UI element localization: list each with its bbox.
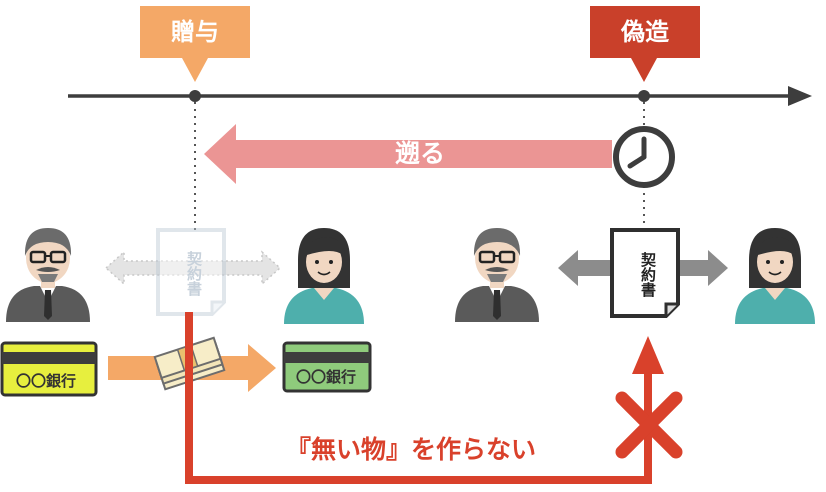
right-contract-paper — [610, 228, 680, 318]
receiver-avatar — [283, 227, 365, 325]
forgery-label: 偽造 — [621, 18, 669, 46]
timeline-arrowhead — [788, 86, 812, 106]
gift-point — [189, 90, 201, 102]
left-transfer-arrow — [104, 250, 282, 286]
forger-giver-avatar — [453, 226, 541, 324]
gift-callout — [140, 6, 250, 58]
forgery-point — [638, 90, 650, 102]
right-bank-card — [282, 341, 372, 393]
backdate-arrow — [204, 124, 612, 184]
left-bank-text: 〇〇銀行 — [16, 372, 77, 390]
clock-icon — [613, 126, 675, 188]
caption-text: 『無い物』を作らない — [286, 435, 537, 464]
left-contract-text: 契約書 — [185, 250, 203, 296]
gift-callout-tail — [182, 58, 208, 82]
right-bank-text: 〇〇銀行 — [296, 368, 357, 386]
left-contract-paper — [156, 228, 226, 316]
backdate-label: 遡る — [394, 139, 445, 168]
flow-arrowhead — [632, 336, 664, 374]
right-contract-text: 契約書 — [639, 251, 657, 297]
left-bank-card — [0, 341, 98, 397]
forgery-callout — [590, 6, 700, 58]
forger-receiver-avatar — [734, 227, 816, 325]
cross-icon — [615, 391, 683, 459]
giver-avatar — [4, 226, 92, 324]
forgery-callout-tail — [631, 58, 657, 82]
gift-label: 贈与 — [171, 18, 219, 46]
